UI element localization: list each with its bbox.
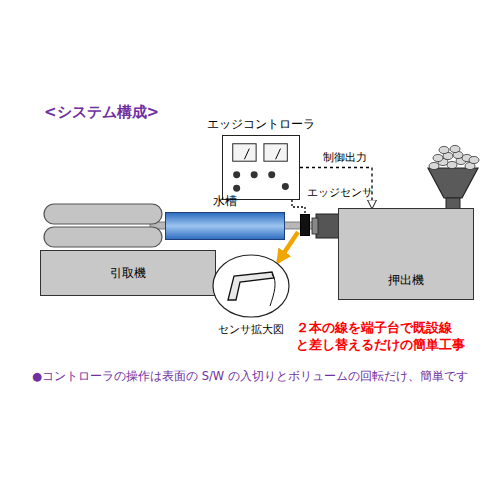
sensor-cable-line [292,200,305,214]
node-label: 引取機 [41,265,215,282]
node-label: 水槽 [213,193,237,210]
edge-label: 制御出力 [322,150,368,165]
sensor-cable [270,274,275,306]
hopper [428,168,478,198]
haul-off-machine: 引取機 [40,250,216,296]
note-red: ２本の線を端子台で既設線 と差し替えるだけの簡単工事 [296,320,466,354]
control-output-line [300,168,372,209]
lower-roller [44,227,162,247]
node-label: センサ拡大図 [218,322,284,337]
node-label: エッジコントローラ [207,116,315,133]
extruder-nozzle [316,214,340,238]
knob [268,171,275,178]
extruder-machine: 押出機 [338,208,474,300]
die-head [312,218,318,234]
pellet [447,161,457,168]
note-bottom: ●コントローラの操作は表面の S/W の入切りとボリュームの回転だけ、簡単です [32,369,498,384]
pellet [429,162,439,169]
controller-panel: エッジコントローラ [222,135,300,200]
knob [233,171,240,178]
meter-needle [276,149,281,160]
knob [282,183,289,190]
pellet [433,154,443,161]
edge-sensor: エッジセンサ [300,214,310,236]
sensor-zoom-view: センサ拡大図 [212,254,290,318]
water-tank: 水槽 [165,212,285,240]
pellet [450,145,460,152]
meter-needle [244,149,249,160]
upper-roller [44,204,162,224]
diagram-title: <システム構成> [44,103,159,122]
pellet [469,156,479,163]
meter [233,144,256,161]
node-label: 押出機 [339,272,473,289]
node-label: エッジセンサ [307,185,373,200]
knob [233,185,240,192]
sensor-bracket [228,272,274,300]
zoom-outline [212,254,290,318]
meter [264,144,287,161]
pellets [429,145,479,169]
pellet [439,146,449,153]
knob [251,171,258,178]
controller-face [223,136,299,199]
zoom-circle [213,255,289,317]
